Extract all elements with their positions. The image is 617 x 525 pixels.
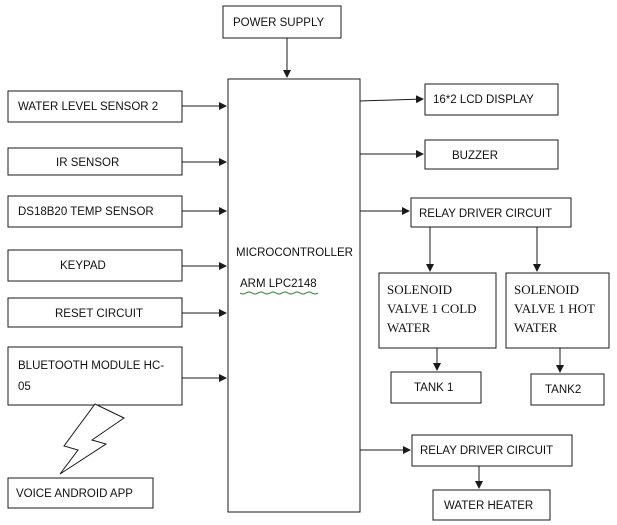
water-level-sensor-block: WATER LEVEL SENSOR 2 [7,90,183,123]
keypad-block: KEYPAD [7,249,183,282]
tank2-label: TANK2 [545,384,581,396]
solenoid-hot-block: SOLENOID VALVE 1 HOT WATER [505,272,610,349]
solenoid-hot-line2: VALVE 1 HOT [514,301,595,316]
solenoid-cold-line2: VALVE 1 COLD [387,301,477,316]
water-level-sensor-label: WATER LEVEL SENSOR 2 [18,101,158,113]
mcu-model-label: ARM LPC2148 [240,278,317,290]
solenoid-cold-line3: WATER [387,320,431,335]
microcontroller-label: MICROCONTROLLER [236,247,353,259]
solenoid-cold-block: SOLENOID VALVE 1 COLD WATER [378,272,497,349]
voice-android-app-block: VOICE ANDROID APP [7,477,154,509]
solenoid-hot-line1: SOLENOID [514,282,579,297]
arrow-mcu-to-lcd [359,95,424,104]
microcontroller-block: MICROCONTROLLER ARM LPC2148 [227,78,361,513]
bluetooth-module-block: BLUETOOTH MODULE HC- 05 [7,346,183,406]
relay-driver-1-block: RELAY DRIVER CIRCUIT [410,197,572,228]
buzzer-label: BUZZER [452,150,498,162]
tank2-block: TANK2 [530,373,605,406]
reset-circuit-label: RESET CIRCUIT [55,308,143,320]
temp-sensor-label: DS18B20 TEMP SENSOR [18,206,154,218]
lcd-display-label: 16*2 LCD DISPLAY [433,94,534,106]
keypad-label: KEYPAD [60,260,106,272]
relay-driver-2-block: RELAY DRIVER CIRCUIT [411,434,573,467]
water-heater-label: WATER HEATER [444,500,533,512]
bluetooth-label-line1: BLUETOOTH MODULE HC- [18,360,164,372]
solenoid-hot-line3: WATER [514,320,558,335]
reset-circuit-block: RESET CIRCUIT [7,297,183,328]
bluetooth-label-line2: 05 [18,381,31,393]
voice-app-label: VOICE ANDROID APP [16,488,133,500]
temp-sensor-block: DS18B20 TEMP SENSOR [7,195,183,228]
relay-driver-1-label: RELAY DRIVER CIRCUIT [419,208,552,220]
spellcheck-underline [239,291,319,295]
ir-sensor-label: IR SENSOR [56,157,119,169]
tank1-block: TANK 1 [390,371,482,404]
tank1-label: TANK 1 [414,382,453,394]
buzzer-block: BUZZER [424,139,559,170]
lcd-display-block: 16*2 LCD DISPLAY [424,83,559,116]
solenoid-cold-line1: SOLENOID [387,282,452,297]
power-supply-block: POWER SUPPLY [222,5,342,39]
wireless-bolt-icon [59,403,125,475]
power-supply-label: POWER SUPPLY [233,17,324,29]
water-heater-block: WATER HEATER [432,489,551,521]
relay-driver-2-label: RELAY DRIVER CIRCUIT [420,445,553,457]
ir-sensor-block: IR SENSOR [7,147,183,176]
